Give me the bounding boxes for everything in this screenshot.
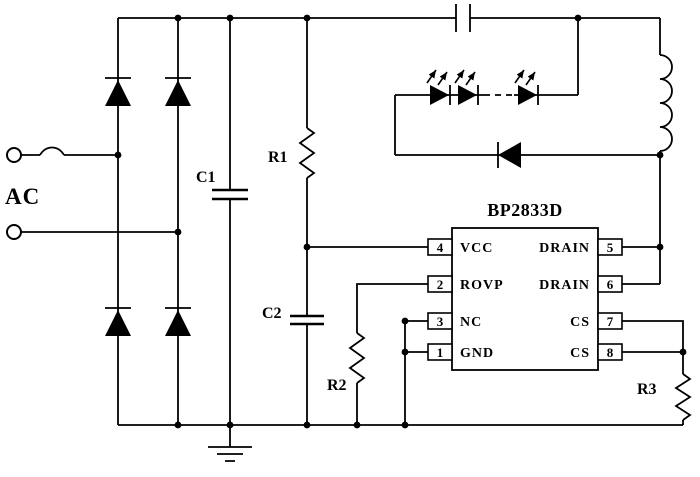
pin-name-drain1: DRAIN [539, 241, 590, 256]
pin-number: 8 [607, 345, 614, 360]
pin-box-6 [597, 275, 623, 293]
led-string [426, 69, 539, 105]
drain-wires [622, 246, 660, 285]
output-capacitor [455, 4, 471, 32]
fuse [39, 146, 65, 156]
wiring [21, 17, 684, 447]
pin-name-nc: NC [460, 315, 482, 330]
pin-number: 2 [437, 277, 444, 292]
label-ac: AC [5, 184, 40, 209]
ac-source: AC [5, 147, 40, 240]
resistor-r3 [674, 373, 692, 421]
label-r3: R3 [637, 381, 657, 398]
pin-box-3 [427, 312, 453, 330]
led-emission-arrows [426, 69, 536, 86]
ac-terminal-top [6, 147, 22, 163]
ac-terminal-bottom [6, 224, 22, 240]
cs-wires [622, 320, 684, 425]
pin-name-cs1: CS [570, 315, 590, 330]
pin-name-vcc: VCC [460, 241, 493, 256]
led-1 [430, 85, 449, 105]
pin-box-5 [597, 238, 623, 256]
nc-gnd-wires [404, 320, 428, 425]
pin-box-1 [427, 343, 453, 361]
label-r2: R2 [327, 377, 347, 394]
ic-title: BP2833D [487, 200, 563, 220]
junction-dots [114, 14, 687, 429]
diode-top-left [105, 80, 131, 106]
inductor [659, 54, 673, 152]
pin-name-rovp: ROVP [460, 278, 504, 293]
bridge-rectifier [105, 77, 191, 336]
label-c1: C1 [196, 169, 216, 186]
freewheel-diode [497, 142, 521, 168]
pin-name-cs2: CS [570, 346, 590, 361]
diode-bottom-left [105, 310, 131, 336]
resistor-r1 [298, 127, 316, 179]
capacitor-c1 [212, 188, 248, 201]
pin-box-7 [597, 312, 623, 330]
resistor-r2 [348, 332, 366, 384]
ic-bp2833d: BP2833D 4 2 3 1 5 6 7 8 VCC ROVP NC GND … [427, 200, 623, 371]
label-r1: R1 [268, 149, 288, 166]
pin-number: 5 [607, 240, 614, 255]
component-labels: C1 R1 C2 R2 R3 [196, 149, 657, 398]
ic-body [451, 227, 599, 371]
pin-number: 4 [437, 240, 444, 255]
led-3 [518, 85, 537, 105]
pin-name-drain2: DRAIN [539, 278, 590, 293]
led-2 [458, 85, 477, 105]
pin-box-8 [597, 343, 623, 361]
pin-name-gnd: GND [460, 346, 494, 361]
diode-bottom-right [165, 310, 191, 336]
label-c2: C2 [262, 305, 282, 322]
pin-number: 6 [607, 277, 614, 292]
capacitor-c2 [290, 314, 324, 326]
pin-box-4 [427, 238, 453, 256]
rovp-wire [356, 283, 428, 425]
diode-top-right [165, 80, 191, 106]
ground-symbol [208, 446, 252, 462]
pin-number: 7 [607, 314, 614, 329]
pin-number: 1 [437, 345, 444, 360]
pin-box-2 [427, 275, 453, 293]
pin-number: 3 [437, 314, 444, 329]
